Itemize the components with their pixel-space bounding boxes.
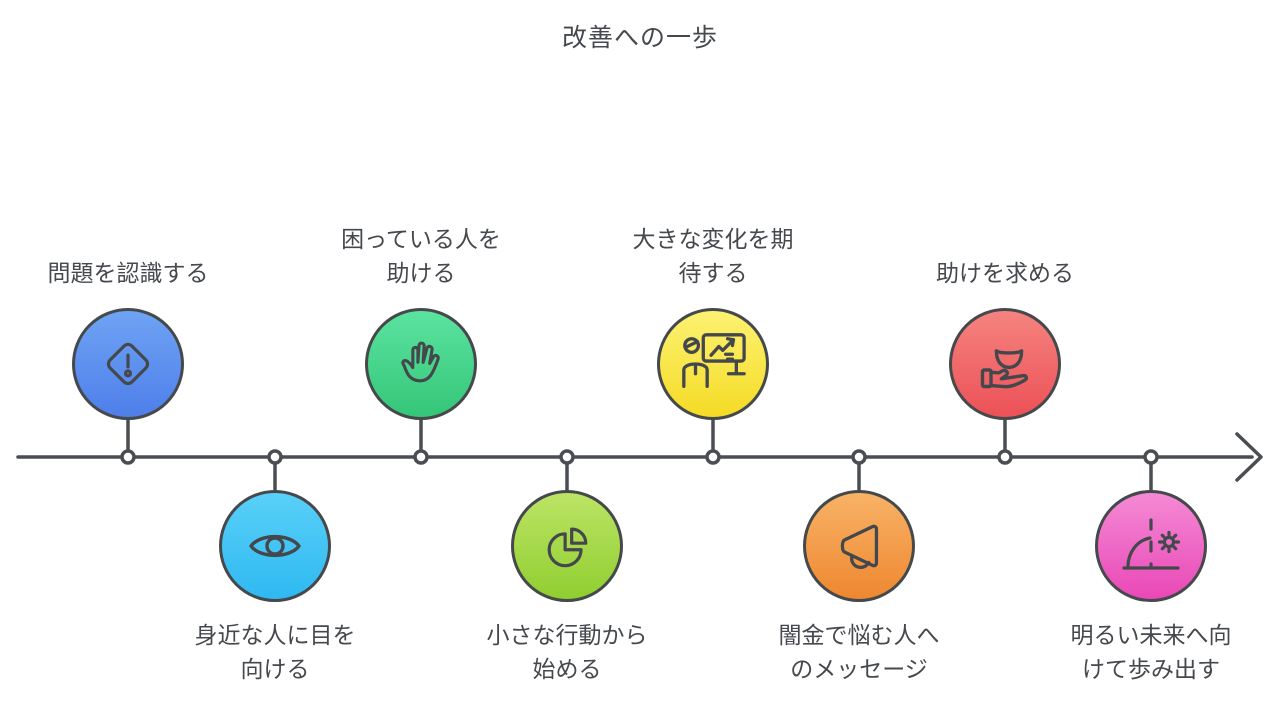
step-label: 問題を認識する [47,260,209,286]
pie-chart-icon [547,527,588,568]
timeline-node [705,449,721,465]
timeline-node [413,449,429,465]
step-label: 困っている人を 助ける [341,226,501,286]
step-circle-5 [657,308,769,420]
timeline-node [851,449,867,465]
step-label: 明るい未来へ向 けて歩み出す [1070,622,1232,682]
step-label: 身近な人に目を 向ける [194,622,356,682]
timeline-node [120,449,136,465]
timeline-node [267,449,283,465]
presentation-chart-icon [682,333,746,389]
step-circle-4 [511,490,623,602]
step-label: 大きな変化を期 待する [632,226,794,286]
step-circle-8 [1095,490,1207,602]
alert-diamond-icon [106,342,150,386]
timeline-node [559,449,575,465]
bowl-hand-icon [980,349,1028,389]
eye-icon [249,534,301,558]
step-circle-2 [219,490,331,602]
step-circle-7 [949,308,1061,420]
megaphone-icon [840,524,879,570]
timeline-node [1143,449,1159,465]
sunrise-icon [1122,518,1181,570]
open-hand-icon [401,341,440,383]
step-circle-3 [365,308,477,420]
step-circle-1 [72,308,184,420]
step-circle-6 [803,490,915,602]
arrow-head-icon [1235,432,1263,482]
step-label: 闇金で悩む人へ のメッセージ [778,622,940,682]
page-title: 改善への一歩 [561,24,718,52]
timeline-node [997,449,1013,465]
step-label: 助けを求める [936,260,1074,286]
step-label: 小さな行動から 始める [486,622,648,682]
